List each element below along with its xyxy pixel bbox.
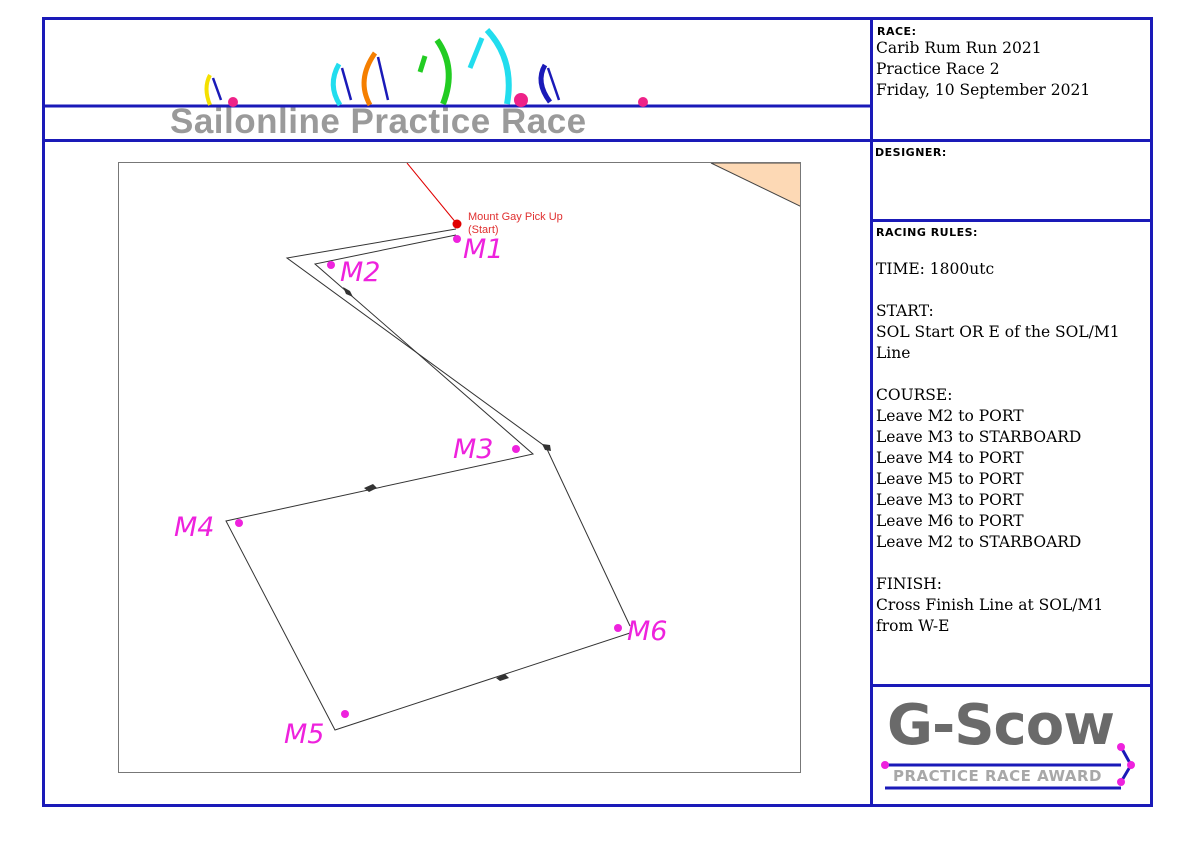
sail-blue <box>538 63 553 104</box>
sail-cyan-jib <box>340 67 353 101</box>
race-subtitle: Practice Race 2 <box>876 60 1000 78</box>
rules-course-line: Leave M3 to STARBOARD <box>876 428 1082 446</box>
mark-label-m4: M4 <box>174 512 214 543</box>
sail-orange <box>361 51 378 107</box>
banner-title: Sailonline Practice Race <box>170 102 587 141</box>
designer-label: DESIGNER: <box>875 146 947 159</box>
mark-dot-m3 <box>512 445 520 453</box>
rules-time: TIME: 1800utc <box>876 260 995 278</box>
mark-dot-m5 <box>341 710 349 718</box>
start-point <box>452 219 462 229</box>
mark-dot-m4 <box>235 519 243 527</box>
race-info: Carib Rum Run 2021 Practice Race 2 Frida… <box>876 38 1090 101</box>
rules-course-line: Leave M3 to PORT <box>876 491 1024 509</box>
award-decoration <box>881 743 1135 790</box>
sail-yellow-jib <box>211 77 223 101</box>
course-arrow <box>496 674 509 681</box>
race-name: Carib Rum Run 2021 <box>876 39 1042 57</box>
mark-label-m1: M1 <box>463 234 503 265</box>
land-area <box>710 163 800 207</box>
course-arrow <box>343 287 353 297</box>
buoy-1 <box>228 97 238 107</box>
mark-label-m2: M2 <box>340 257 380 288</box>
award-logo: G-Scow PRACTICE RACE AWARD <box>873 687 1150 804</box>
rules-start-line: SOL Start OR E of the SOL/M1 <box>876 323 1120 341</box>
sail-green <box>434 38 452 106</box>
mark-dot-m2 <box>327 261 335 269</box>
sail-blue-jib <box>546 67 561 101</box>
sail-cyan <box>330 62 343 107</box>
race-date: Friday, 10 September 2021 <box>876 81 1091 99</box>
course-map: Mount Gay Pick Up (Start) M1 M2 M3 M4 M5… <box>118 162 801 773</box>
rules-course-heading: COURSE: <box>876 386 953 404</box>
header-divider <box>42 139 1153 142</box>
mark-label-m6: M6 <box>627 616 667 647</box>
award-subtitle: PRACTICE RACE AWARD <box>893 767 1103 785</box>
mark-dot-m1 <box>453 235 461 243</box>
sails-logo <box>45 27 870 108</box>
start-line <box>406 163 458 225</box>
rules-start-line: Line <box>876 344 911 362</box>
race-label: RACE: <box>877 25 917 38</box>
rules-start-heading: START: <box>876 302 934 320</box>
course-leg-outer <box>285 228 631 627</box>
rules-course-line: Leave M2 to STARBOARD <box>876 533 1082 551</box>
mark-label-m5: M5 <box>284 719 324 750</box>
rules-course-line: Leave M4 to PORT <box>876 449 1024 467</box>
buoy-3 <box>638 97 648 107</box>
mark-label-m3: M3 <box>453 434 493 465</box>
rules-course-line: Leave M2 to PORT <box>876 407 1024 425</box>
award-divider <box>870 684 1153 687</box>
rules-body: TIME: 1800utc START: SOL Start OR E of t… <box>876 259 1120 637</box>
page-frame <box>42 17 1153 807</box>
mark-dot-m6 <box>614 624 622 632</box>
sail-yellow <box>204 74 212 106</box>
rules-finish-line: from W-E <box>876 617 950 635</box>
course-arrow <box>542 444 551 451</box>
sail-orange-jib <box>376 56 390 101</box>
banner: Sailonline Practice Race <box>45 20 870 141</box>
sail-cyan2-jib <box>467 37 485 69</box>
course-leg-inner <box>225 234 631 731</box>
sail-cyan2 <box>484 27 512 105</box>
buoy-2 <box>514 93 528 107</box>
course-map-svg: Mount Gay Pick Up (Start) M1 M2 M3 M4 M5… <box>174 163 800 750</box>
column-divider <box>870 17 873 807</box>
course-arrow <box>364 484 377 492</box>
rules-course-line: Leave M5 to PORT <box>876 470 1024 488</box>
sail-green-jib <box>417 55 428 73</box>
rules-label: RACING RULES: <box>876 226 978 239</box>
start-label-1: Mount Gay Pick Up <box>468 211 563 223</box>
start-label-2: (Start) <box>468 224 499 236</box>
award-title: G-Scow <box>887 693 1115 758</box>
designer-divider <box>870 219 1153 222</box>
rules-course-line: Leave M6 to PORT <box>876 512 1024 530</box>
rules-finish-line: Cross Finish Line at SOL/M1 <box>876 596 1104 614</box>
rules-finish-heading: FINISH: <box>876 575 942 593</box>
